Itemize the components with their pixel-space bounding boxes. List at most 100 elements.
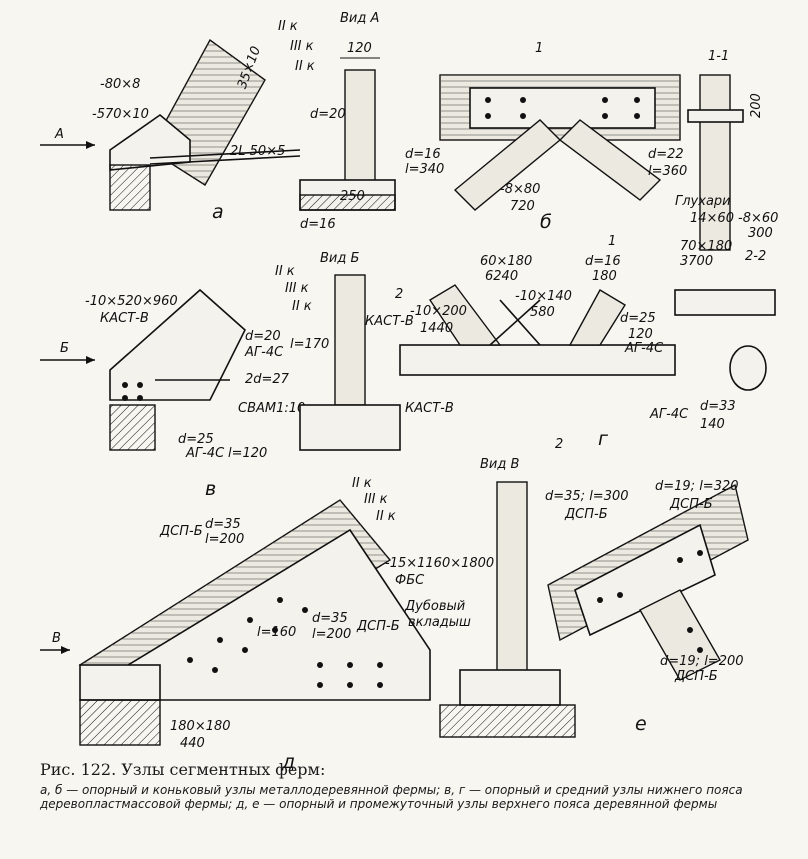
label: d=33 <box>700 399 736 414</box>
label: 300 <box>748 226 773 241</box>
label: d=25 <box>620 311 656 326</box>
caption-title: Рис. 122. Узлы сегментных ферм: <box>40 760 326 779</box>
section-title: 1-1 <box>708 49 729 64</box>
label: ФБС <box>395 573 425 588</box>
label: d=35 <box>312 611 348 626</box>
label: вкладыш <box>408 615 471 630</box>
label: 2L 50×5 <box>230 144 285 159</box>
view-v-base <box>439 704 576 738</box>
label: 250 <box>340 189 365 204</box>
label: 580 <box>530 305 555 320</box>
panel-b: d=16 l=340 -8×80 720 d=22 l=360 1 1 1-1 … <box>405 41 778 251</box>
label: КАСТ-В <box>365 314 414 329</box>
support-post <box>109 404 156 451</box>
label: 440 <box>180 736 205 751</box>
label: 120 <box>347 41 372 56</box>
label: d=16 <box>405 147 441 162</box>
section-ring <box>729 345 767 391</box>
label: КАСТ-В <box>100 311 149 326</box>
panel-d: В ДСП-Б d=35 l=200 -15×1160×1800 ФБС l=1… <box>40 476 494 773</box>
label: II к <box>352 476 372 491</box>
label: d=22 <box>648 147 684 162</box>
label: d=19; l=200 <box>660 654 744 669</box>
section-mark: 2 <box>395 287 403 302</box>
label: -8×60 <box>738 211 778 226</box>
label: АГ-4С <box>244 345 284 360</box>
caption-body: а, б — опорный и коньковый узлы металлод… <box>40 783 743 811</box>
label: СВАМ1:10 <box>238 401 305 416</box>
label: ДСП-Б <box>674 669 718 684</box>
arrow-label: А <box>54 127 64 142</box>
label: l=200 <box>312 627 351 642</box>
chord-plate-e <box>574 523 716 637</box>
panel-e: Вид В Дубовый вкладыш d=35; l=300 ДСП-Б … <box>404 457 749 738</box>
figure-caption: Рис. 122. Узлы сегментных ферм: а, б — о… <box>40 760 800 811</box>
label: d=20 <box>245 329 281 344</box>
label: -10×200 <box>410 304 467 319</box>
label: 200 <box>749 93 764 118</box>
label: l=120 <box>228 446 267 461</box>
label: 3700 <box>680 254 713 269</box>
label: Дубовый <box>404 599 465 614</box>
label: d=19; l=320 <box>655 479 739 494</box>
gusset-plate <box>109 288 246 401</box>
arrow-label: В <box>52 631 61 646</box>
label: АГ-4С <box>649 407 689 422</box>
panel-letter: д <box>281 751 295 773</box>
label: АГ-4С <box>624 341 664 356</box>
label: II к <box>376 509 396 524</box>
label: ДСП-Б <box>564 507 608 522</box>
support-post <box>79 699 161 746</box>
label: КАСТ-В <box>405 401 454 416</box>
label: d=35 <box>205 517 241 532</box>
label: l=160 <box>257 625 296 640</box>
view-v-gusset <box>459 669 561 706</box>
label: d=25 <box>178 432 214 447</box>
section-title: 2-2 <box>745 249 766 264</box>
panel-letter: е <box>635 713 647 735</box>
section-mark: 2 <box>555 437 563 452</box>
label: l=360 <box>648 164 687 179</box>
arrow-label: Б <box>60 341 69 356</box>
label: 14×60 <box>690 211 734 226</box>
bottom-angle <box>149 149 301 159</box>
ridge-plate <box>469 87 656 129</box>
label: 120 <box>628 327 653 342</box>
support-post <box>109 164 151 211</box>
label: III к <box>364 492 388 507</box>
label: АГ-4С <box>185 446 225 461</box>
left-brace <box>453 119 562 211</box>
label: III к <box>285 281 309 296</box>
label: II к <box>278 19 298 34</box>
left-diagonal <box>429 284 502 346</box>
right-brace <box>558 119 662 201</box>
panel-letter: г <box>598 428 609 450</box>
label: 2d=27 <box>245 372 290 387</box>
label: II к <box>292 299 312 314</box>
section-mark: 1 <box>608 234 616 249</box>
label: 140 <box>700 417 725 432</box>
view-title: Вид Б <box>320 251 359 266</box>
panel-letter: в <box>205 478 216 500</box>
label: -10×140 <box>515 289 572 304</box>
view-title: Вид А <box>340 11 379 26</box>
label: l=170 <box>290 337 329 352</box>
label: II к <box>295 59 315 74</box>
label: ДСП-Б <box>669 497 713 512</box>
label: -570×10 <box>92 107 149 122</box>
label: 6240 <box>485 269 518 284</box>
label: ДСП-Б <box>356 619 400 634</box>
section-member <box>699 74 731 251</box>
label: -15×1160×1800 <box>385 556 494 571</box>
label: 180 <box>592 269 617 284</box>
label: III к <box>290 39 314 54</box>
label: l=340 <box>405 162 444 177</box>
label: -8×80 <box>500 182 540 197</box>
label: d=35; l=300 <box>545 489 629 504</box>
section-mark: 1 <box>535 41 543 56</box>
view-v-member <box>496 481 528 683</box>
panel-letter: а <box>212 201 224 223</box>
label: II к <box>275 264 295 279</box>
panel-letter: б <box>540 211 552 233</box>
